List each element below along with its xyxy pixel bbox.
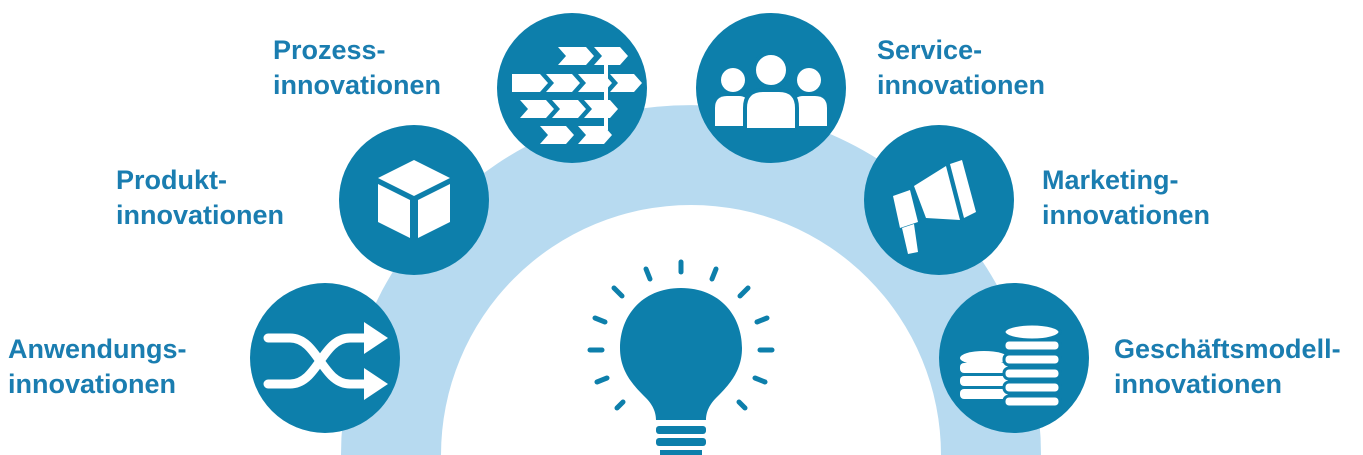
label-line2: innovationen [1042, 200, 1210, 230]
circle-prozess [497, 13, 647, 163]
circle-anwendung [250, 283, 400, 433]
coins-icon [960, 322, 1062, 409]
lightbulb-icon [587, 259, 775, 455]
megaphone-icon [893, 160, 976, 254]
process-arrows-icon [512, 47, 642, 144]
people-icon [715, 51, 827, 132]
label-serviceinnovationen: Service- innovationen [877, 33, 1045, 103]
label-line2: innovationen [1114, 369, 1282, 399]
label-line2: innovationen [8, 369, 176, 399]
label-line1: Geschäftsmodell- [1114, 334, 1341, 364]
circle-marketing [864, 125, 1014, 275]
label-marketinginnovationen: Marketing- innovationen [1042, 163, 1210, 233]
label-line1: Marketing- [1042, 165, 1179, 195]
label-line1: Prozess- [273, 35, 386, 65]
label-line1: Service- [877, 35, 983, 65]
label-line2: innovationen [273, 70, 441, 100]
label-line1: Produkt- [116, 165, 227, 195]
label-line2: innovationen [116, 200, 284, 230]
label-produktinnovationen: Produkt- innovationen [116, 163, 284, 233]
label-prozessinnovationen: Prozess- innovationen [273, 33, 441, 103]
label-line2: innovationen [877, 70, 1045, 100]
label-geschaeftsmodellinnovationen: Geschäftsmodell- innovationen [1114, 332, 1341, 402]
circle-produkt [339, 125, 489, 275]
circle-geschaeftsmodell [939, 283, 1089, 433]
circle-service [696, 13, 846, 163]
label-anwendungsinnovationen: Anwendungs- innovationen [8, 332, 186, 402]
shuffle-icon [263, 322, 388, 400]
label-line1: Anwendungs- [8, 334, 187, 364]
box-icon [378, 160, 450, 238]
